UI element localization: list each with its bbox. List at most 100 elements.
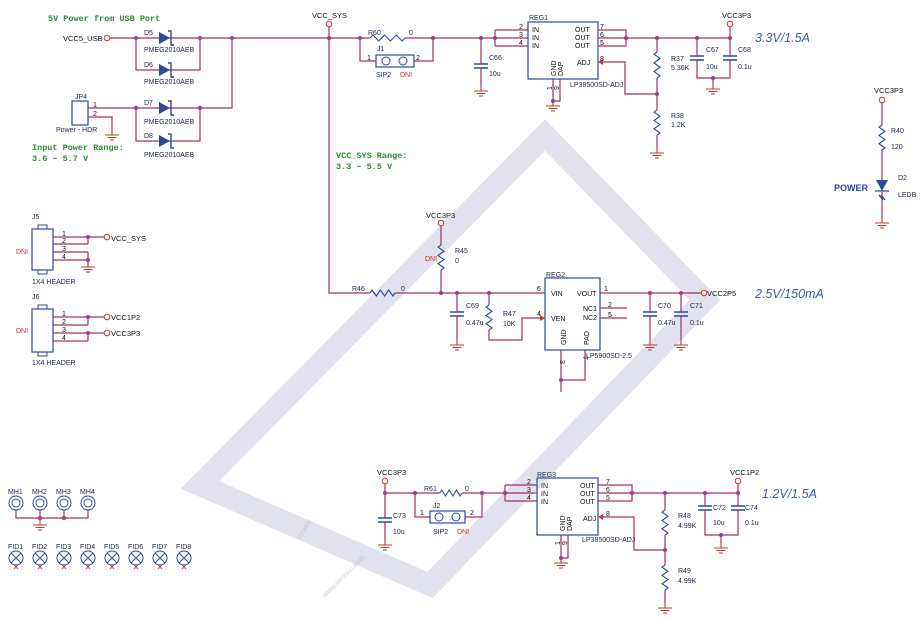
- fid-label: FID8: [176, 544, 191, 551]
- power-led-label: POWER: [834, 183, 869, 193]
- c67-ref: C67: [706, 47, 719, 54]
- fiducial-icon: [128, 550, 144, 566]
- mounting-hole-icon: [80, 495, 96, 511]
- reg1-pin7: 7: [600, 24, 604, 31]
- net-vcc1p2: VCC1P2: [730, 468, 759, 477]
- c73-ref: C73: [393, 513, 406, 520]
- reg2-pin3: 3: [558, 360, 565, 364]
- junction-dot: [327, 36, 331, 40]
- junction-dot: [62, 516, 66, 520]
- net-vcc3p3-j6: VCC3P3: [111, 329, 140, 338]
- reg2-pad: PAD: [584, 331, 591, 345]
- wire: [414, 38, 434, 62]
- j5-pin1: 1: [62, 231, 66, 238]
- sys-range-label: VCC_SYS Range:: [336, 151, 407, 161]
- capacitor-icon: [474, 63, 488, 69]
- reg2-pin2: 2: [608, 302, 612, 309]
- j6-pin2: 2: [62, 319, 66, 326]
- wire: [328, 27, 370, 294]
- reg3-pin9: 9: [562, 541, 569, 545]
- mounting-hole-labels: MH1 MH2 MH3 MH4: [8, 489, 95, 496]
- junction-dot: [655, 36, 659, 40]
- fid-label: FID3: [56, 544, 71, 551]
- junction-dot: [559, 556, 563, 560]
- reg3-pin1: 1: [555, 541, 562, 545]
- input-range-label: Input Power Range:: [32, 143, 124, 153]
- usb-title: 5V Power from USB Port: [48, 14, 160, 24]
- fid-label: FID4: [80, 544, 95, 551]
- reg1-body: [527, 21, 599, 80]
- r48-val: 4.99K: [678, 523, 697, 530]
- junction-dot: [383, 491, 387, 495]
- junction-dot: [736, 491, 740, 495]
- j5-pin2: 2: [62, 238, 66, 245]
- j6-dni: DNI: [16, 328, 28, 335]
- j5-body: [31, 228, 54, 271]
- junction-dot: [86, 258, 90, 262]
- d7-part: PMEG2010AEB: [144, 119, 195, 126]
- j1-pin1: 1: [367, 55, 371, 62]
- reg1-out1: OUT: [575, 27, 591, 34]
- reg2-nc1: NC1: [583, 306, 597, 313]
- j2-dni: DNI: [457, 529, 469, 536]
- ground-icon: [643, 340, 657, 351]
- jumper-pin-icon: [398, 56, 408, 66]
- mh-label: MH1: [8, 489, 23, 496]
- j2-pin2: 2: [470, 510, 474, 517]
- reg1-pin3: 3: [519, 32, 523, 39]
- reg3-body: [536, 477, 599, 536]
- j6-tab: [37, 304, 48, 310]
- net-vcc1p2-j6: VCC1P2: [111, 313, 140, 322]
- junction-dot: [198, 36, 202, 40]
- sys-range-value: 3.3 ~ 5.5 V: [336, 162, 393, 172]
- schottky-diode-icon: [159, 102, 170, 114]
- reg3-out3: OUT: [580, 499, 596, 506]
- wire: [560, 350, 586, 381]
- j2-type: SIP2: [433, 529, 448, 536]
- j5-tab: [37, 224, 48, 230]
- reg3-gnd: GND: [560, 515, 567, 531]
- r45-val: 0: [455, 258, 459, 265]
- rail-2v5-label: 2.5V/150mA: [754, 287, 824, 301]
- junction-dot: [358, 36, 362, 40]
- fiducial-cross: [10, 552, 22, 564]
- c66-val: 10u: [489, 71, 501, 78]
- jumper-pin-icon: [381, 56, 391, 66]
- reg1-in3: IN: [532, 43, 539, 50]
- resistor-icon: [369, 34, 406, 42]
- j1-pin2: 2: [416, 55, 420, 62]
- wire: [600, 61, 657, 95]
- schottky-diode-icon: [159, 135, 170, 147]
- rail-1v2-label: 1.2V/1.5A: [762, 487, 817, 501]
- reg3-pin5: 5: [606, 495, 610, 502]
- reg3-in2: IN: [541, 491, 548, 498]
- net-terminal: [325, 20, 333, 28]
- wire: [600, 516, 665, 551]
- reg2-nc2: NC2: [583, 315, 597, 322]
- fid-label: FID7: [152, 544, 167, 551]
- net-terminal: [437, 219, 445, 227]
- j6-type: 1X4 HEADER: [32, 360, 76, 367]
- reg3-pin8: 8: [606, 511, 610, 518]
- mounting-hole-inner: [59, 498, 69, 508]
- j1-body: [375, 54, 415, 68]
- resistor-icon: [369, 289, 396, 297]
- wire: [560, 535, 569, 559]
- c69-val: 0.47u: [466, 320, 484, 327]
- d6-part: PMEG2010AEB: [144, 79, 195, 86]
- mounting-hole-inner: [11, 498, 21, 508]
- fiducial-icon: [176, 550, 192, 566]
- schottky-diode-icon: [159, 32, 170, 44]
- j6-pin4: 4: [62, 335, 66, 342]
- c69-ref: C69: [466, 303, 479, 310]
- r38-ref: R38: [671, 113, 684, 120]
- junction-dot: [648, 291, 652, 295]
- j5-dni: DNI: [16, 249, 28, 256]
- fiducial-mark: [157, 564, 163, 570]
- r40-val: 120: [891, 144, 903, 151]
- r48-ref: R48: [678, 513, 691, 520]
- junction-dot: [198, 106, 202, 110]
- reg2-part: LP5900SD-2.5: [586, 353, 632, 360]
- reg1-ref: REG1: [529, 15, 548, 22]
- j5-type: 1X4 HEADER: [32, 279, 76, 286]
